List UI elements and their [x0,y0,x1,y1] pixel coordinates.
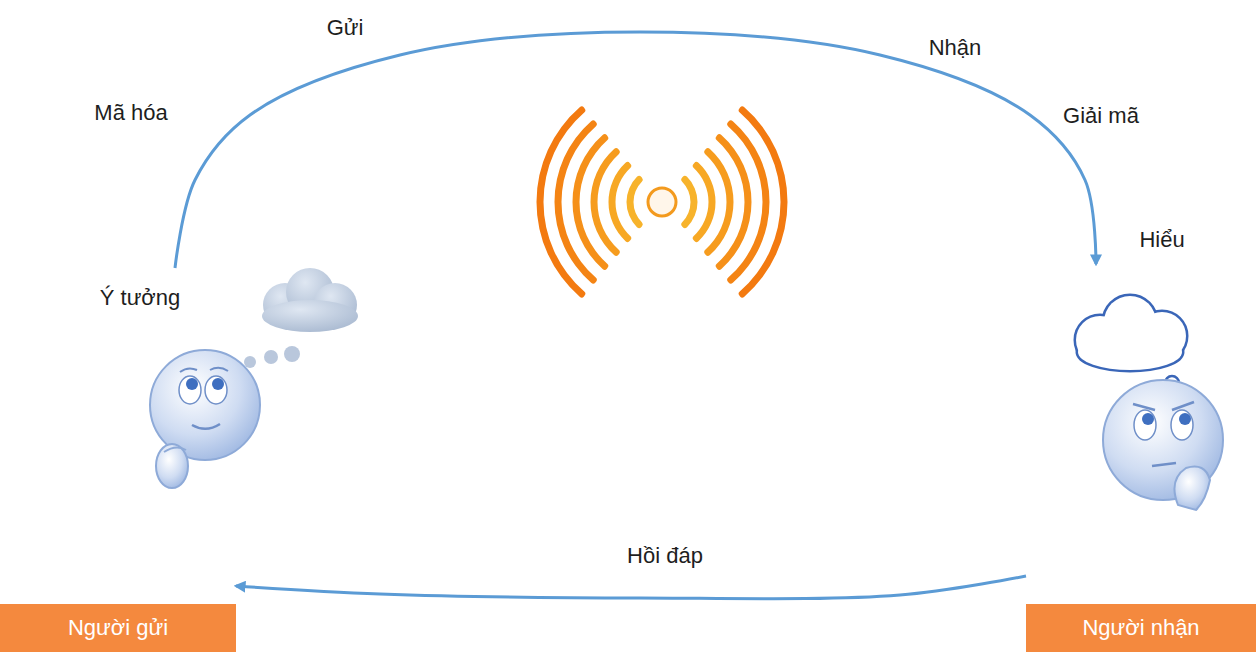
signal-wave [727,120,769,283]
signal-wave [555,120,597,283]
thought-cloud [223,268,358,373]
mouth [1152,463,1176,466]
person-node: Người gửi [0,268,236,652]
step-label: Giải mã [1060,104,1142,128]
signal-wave [608,162,631,242]
mouth [192,424,220,429]
role-label: Người nhận [1026,604,1256,652]
signal-wave [537,107,586,298]
signal-wave [739,107,788,298]
step-label: Ý tưởng [97,286,184,310]
step-label: Nhận [926,36,985,60]
message-arc [236,576,1026,599]
step-label: Mã hóa [91,101,170,125]
signal-wave [716,134,752,269]
eyebrow [1172,402,1194,410]
signal-wave [573,134,609,269]
eyebrow [1133,404,1155,410]
thought-dot [284,346,300,362]
pupil [1142,413,1154,425]
signal-symbol [537,107,788,298]
eyebrow [180,368,197,372]
receiver-face [1103,380,1223,510]
eye [205,376,227,404]
edge-label: Hồi đáp [624,544,706,568]
pupil [186,378,198,390]
role-label: Người gửi [0,604,236,652]
signal-wave [704,148,733,256]
eyebrow [210,368,228,371]
thought-dot [244,356,256,368]
signal-wave [626,176,642,228]
finger [164,447,186,452]
signal-wave [693,162,716,242]
pupil [1179,413,1191,425]
hand [156,444,188,488]
eye [1134,410,1156,440]
pupil [212,378,224,390]
sender-face [150,350,260,488]
person-node: Người nhận [1026,264,1256,652]
eye [179,376,201,404]
signal-source [648,188,676,216]
signal-wave [681,176,697,228]
step-label: Hiểu [1136,228,1187,252]
eye [1171,410,1193,440]
cloud-lobe [262,300,358,332]
step-label: Gửi [324,16,367,40]
face [150,350,260,460]
signal-wave [590,148,619,256]
message-arc [175,32,1096,268]
hand [1174,467,1210,511]
thought-dot [264,350,278,364]
